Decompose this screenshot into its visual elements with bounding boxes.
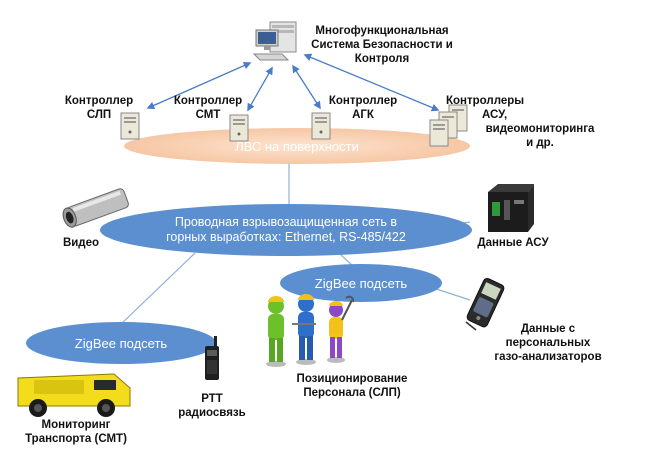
video-camera-icon <box>62 188 129 228</box>
arrow-agk <box>292 64 321 110</box>
server-tower-asu-icon <box>429 104 468 147</box>
computer-workstation-icon <box>252 21 297 61</box>
controller-asu-label: Контроллеры АСУ, <box>446 95 525 121</box>
arrow-asu <box>303 53 440 112</box>
transport-label: Мониторинг Транспорта (СМТ) <box>25 419 127 445</box>
video-label: Видео <box>62 237 100 249</box>
controller-slp-label: Контроллер СЛП <box>64 95 134 121</box>
wired-network-ellipse: Проводная взрывозащищенная сеть в горных… <box>100 204 472 256</box>
zigbee-left-ellipse: ZigBee подсеть <box>26 322 216 364</box>
radio-label: РТТ радиосвязь <box>178 393 246 419</box>
controller-asu-label-cont: видеомониторинга и др. <box>485 123 595 149</box>
personnel-label: Позиционирование Персонала (СЛП) <box>296 373 408 399</box>
zigbee-right-label: ZigBee подсеть <box>314 275 408 291</box>
lan-surface-label: ЛВС на поверхности <box>235 138 359 154</box>
wired-network-line2: горных выработках: Ethernet, RS-485/422 <box>166 230 406 244</box>
mine-truck-icon <box>17 373 131 417</box>
zigbee-right-ellipse: ZigBee подсеть <box>280 264 442 302</box>
link-wired-zigbee-left <box>119 252 196 326</box>
arrow-slp <box>146 61 252 110</box>
asu-data-label: Данные АСУ <box>477 237 549 249</box>
controller-agk-label: Контроллер АГК <box>328 95 398 121</box>
top-system-label: Многофункциональная Система Безопасности… <box>311 25 453 65</box>
control-module-icon <box>488 184 534 232</box>
wired-network-line1: Проводная взрывозащищенная сеть в <box>174 215 398 229</box>
server-tower-slp-icon <box>120 112 140 140</box>
walkie-talkie-icon <box>205 336 219 380</box>
lan-surface-ellipse: ЛВС на поверхности <box>124 128 470 164</box>
controller-smt-label: Контроллер СМТ <box>173 95 243 121</box>
gas-analyzer-label: Данные с персональных газо-анализаторов <box>494 323 602 363</box>
arrow-smt <box>247 66 273 112</box>
server-tower-smt-icon <box>229 114 249 142</box>
zigbee-left-label: ZigBee подсеть <box>74 335 168 351</box>
miner-figures-icon <box>266 294 354 367</box>
server-tower-agk-icon <box>311 112 331 140</box>
handheld-gas-analyzer-icon <box>465 277 505 331</box>
